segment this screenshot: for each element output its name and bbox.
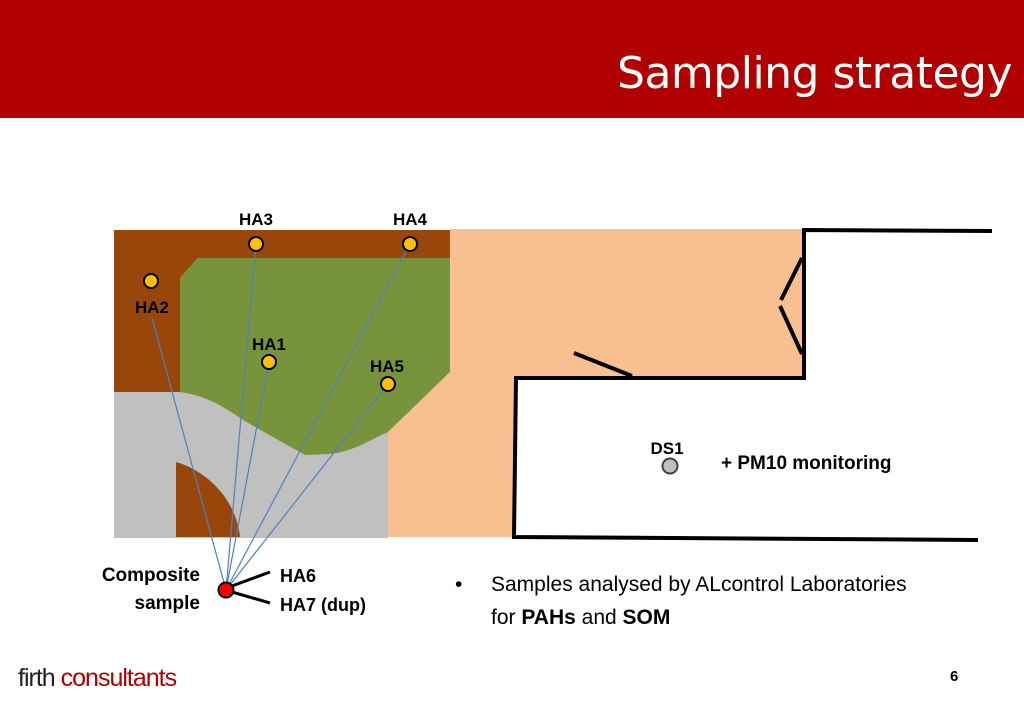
sample-point-ha1 [261, 354, 277, 370]
sample-point-ha4 [402, 236, 418, 252]
building-wall-mark [778, 305, 804, 355]
composite-sample-label: Composite sample [102, 562, 200, 618]
label-ds1: DS1 [650, 439, 683, 458]
link-line-ha4 [225, 243, 411, 591]
logo-part-consultants: consultants [54, 664, 177, 692]
label-ha5: HA5 [370, 357, 404, 376]
brown-blob [176, 462, 240, 537]
link-line-ha3 [225, 243, 257, 591]
building-outline [511, 227, 993, 542]
sample-point-ha2 [143, 273, 159, 289]
label-ha2: HA2 [135, 298, 169, 317]
composite-point [217, 581, 235, 599]
link-line-ha5 [225, 383, 389, 591]
peach-area [388, 229, 803, 537]
sample-label-ha6: HA6 [280, 566, 317, 586]
pm10-monitoring-label: + PM10 monitoring [721, 453, 892, 474]
page-number: 6 [950, 668, 959, 685]
bullet-pahs: PAHs [521, 606, 576, 629]
bullet-som: SOM [622, 606, 671, 629]
sample-label-ha7-dup: HA7 (dup) [280, 595, 366, 615]
sample-point-ds1 [661, 457, 679, 475]
composite-bracket-bottom [231, 590, 271, 605]
bullet-line2-prefix: for [491, 606, 522, 629]
label-ha4: HA4 [393, 210, 428, 229]
label-ha3: HA3 [239, 210, 273, 229]
slide-title: Sampling strategy [617, 48, 1012, 99]
bullet-dot: • [455, 573, 463, 596]
logo-part-firth: firth [18, 664, 56, 692]
building-wall-mark [573, 351, 633, 378]
composite-bracket-top [231, 570, 271, 588]
notes-bullet-list: • Samples analysed by ALcontrol Laborato… [455, 568, 995, 634]
composite-link-lines [151, 243, 411, 591]
title-banner [0, 0, 1024, 118]
sample-point-ha5 [380, 376, 396, 392]
green-area [180, 258, 450, 455]
label-ha1: HA1 [252, 335, 286, 354]
firth-consultants-logo: firth consultants [18, 664, 177, 693]
bullet-item: • Samples analysed by ALcontrol Laborato… [455, 568, 995, 634]
composite-label-line1: Composite [101, 565, 200, 586]
link-line-ha2 [151, 317, 227, 591]
sample-point-ha3 [248, 236, 264, 252]
building-wall-mark [779, 257, 804, 301]
bullet-line2-mid: and [575, 606, 623, 629]
link-line-ha1 [225, 361, 270, 591]
bullet-line1: Samples analysed by ALcontrol Laboratori… [491, 573, 907, 596]
composite-label-line2: sample [134, 593, 200, 614]
composite-sample-list: HA6 HA7 (dup) [280, 562, 366, 620]
